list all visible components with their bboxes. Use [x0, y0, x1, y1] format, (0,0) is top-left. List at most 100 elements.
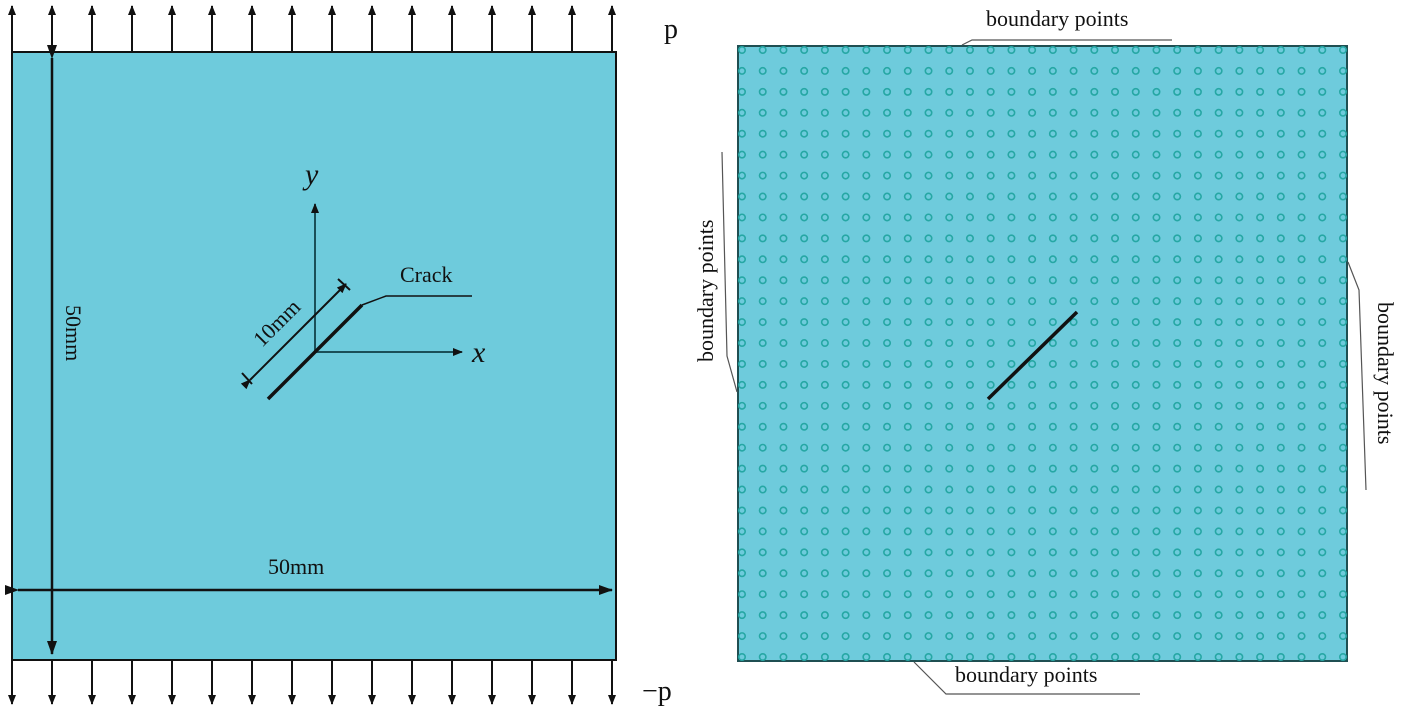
collocation-point: [779, 318, 788, 327]
collocation-point: [903, 297, 912, 306]
collocation-point: [1028, 527, 1037, 536]
collocation-point: [779, 590, 788, 599]
collocation-point: [1256, 359, 1265, 368]
collocation-point: [737, 318, 746, 327]
collocation-point: [1131, 192, 1140, 201]
collocation-point: [758, 590, 767, 599]
collocation-point: [1276, 632, 1285, 641]
collocation-point: [883, 339, 892, 348]
collocation-point: [800, 297, 809, 306]
collocation-point: [820, 652, 829, 661]
collocation-point: [841, 276, 850, 285]
collocation-point: [924, 464, 933, 473]
collocation-point: [1193, 276, 1202, 285]
collocation-point: [1173, 276, 1182, 285]
collocation-point: [1193, 548, 1202, 557]
collocation-point: [1235, 318, 1244, 327]
collocation-point: [841, 150, 850, 159]
collocation-point: [1111, 192, 1120, 201]
collocation-point: [1173, 318, 1182, 327]
collocation-point: [1131, 401, 1140, 410]
collocation-point: [820, 506, 829, 515]
collocation-point: [779, 255, 788, 264]
collocation-point: [1318, 255, 1327, 264]
collocation-point: [1339, 359, 1348, 368]
collocation-point: [1256, 234, 1265, 243]
collocation-point: [737, 213, 746, 222]
collocation-point: [1152, 569, 1161, 578]
collocation-point: [1028, 171, 1037, 180]
collocation-point: [758, 527, 767, 536]
collocation-point: [1235, 276, 1244, 285]
collocation-point: [924, 213, 933, 222]
collocation-point: [1193, 129, 1202, 138]
collocation-point: [820, 527, 829, 536]
bottom-boundary-label: boundary points: [955, 662, 1097, 687]
collocation-point: [945, 108, 954, 117]
collocation-point: [1152, 527, 1161, 536]
collocation-point: [1214, 339, 1223, 348]
collocation-point: [1152, 506, 1161, 515]
collocation-point: [1111, 45, 1120, 54]
collocation-point: [986, 359, 995, 368]
collocation-point: [1131, 443, 1140, 452]
collocation-point: [1339, 150, 1348, 159]
collocation-point: [737, 590, 746, 599]
collocation-point: [883, 192, 892, 201]
collocation-point: [1297, 506, 1306, 515]
collocation-point: [1256, 443, 1265, 452]
collocation-point: [924, 318, 933, 327]
collocation-point: [820, 255, 829, 264]
collocation-point: [883, 150, 892, 159]
collocation-point: [800, 129, 809, 138]
collocation-point: [1048, 422, 1057, 431]
collocation-point: [1048, 87, 1057, 96]
collocation-point: [965, 401, 974, 410]
collocation-point: [1007, 255, 1016, 264]
collocation-point: [883, 276, 892, 285]
collocation-point: [779, 527, 788, 536]
collocation-point: [1152, 611, 1161, 620]
collocation-point: [1235, 632, 1244, 641]
collocation-point: [800, 485, 809, 494]
collocation-point: [1318, 213, 1327, 222]
collocation-point: [1069, 401, 1078, 410]
collocation-point: [1131, 590, 1140, 599]
collocation-point: [1111, 611, 1120, 620]
collocation-point: [903, 359, 912, 368]
crack-leader: [361, 295, 472, 306]
collocation-point: [1028, 443, 1037, 452]
collocation-point: [1276, 171, 1285, 180]
left-label-leader: [721, 151, 738, 393]
collocation-point: [986, 171, 995, 180]
collocation-point: [1276, 611, 1285, 620]
collocation-point: [1297, 318, 1306, 327]
collocation-point: [965, 380, 974, 389]
collocation-point: [820, 443, 829, 452]
collocation-point: [1297, 422, 1306, 431]
collocation-point: [1152, 652, 1161, 661]
collocation-point: [841, 548, 850, 557]
collocation-point: [1111, 506, 1120, 515]
collocation-point: [1007, 45, 1016, 54]
crack-length-tick-end: [337, 278, 351, 291]
collocation-point: [1028, 150, 1037, 159]
collocation-point: [1276, 255, 1285, 264]
collocation-point: [1028, 506, 1037, 515]
collocation-point: [986, 192, 995, 201]
collocation-point: [1173, 171, 1182, 180]
collocation-point: [903, 590, 912, 599]
collocation-point: [841, 318, 850, 327]
collocation-point: [1028, 548, 1037, 557]
collocation-point: [965, 192, 974, 201]
collocation-point: [1048, 548, 1057, 557]
collocation-point: [1048, 45, 1057, 54]
collocation-point: [1339, 129, 1348, 138]
collocation-point: [758, 611, 767, 620]
collocation-point: [883, 652, 892, 661]
collocation-point: [1173, 255, 1182, 264]
collocation-point: [758, 401, 767, 410]
collocation-point: [800, 359, 809, 368]
collocation-point: [1069, 318, 1078, 327]
collocation-point: [924, 569, 933, 578]
